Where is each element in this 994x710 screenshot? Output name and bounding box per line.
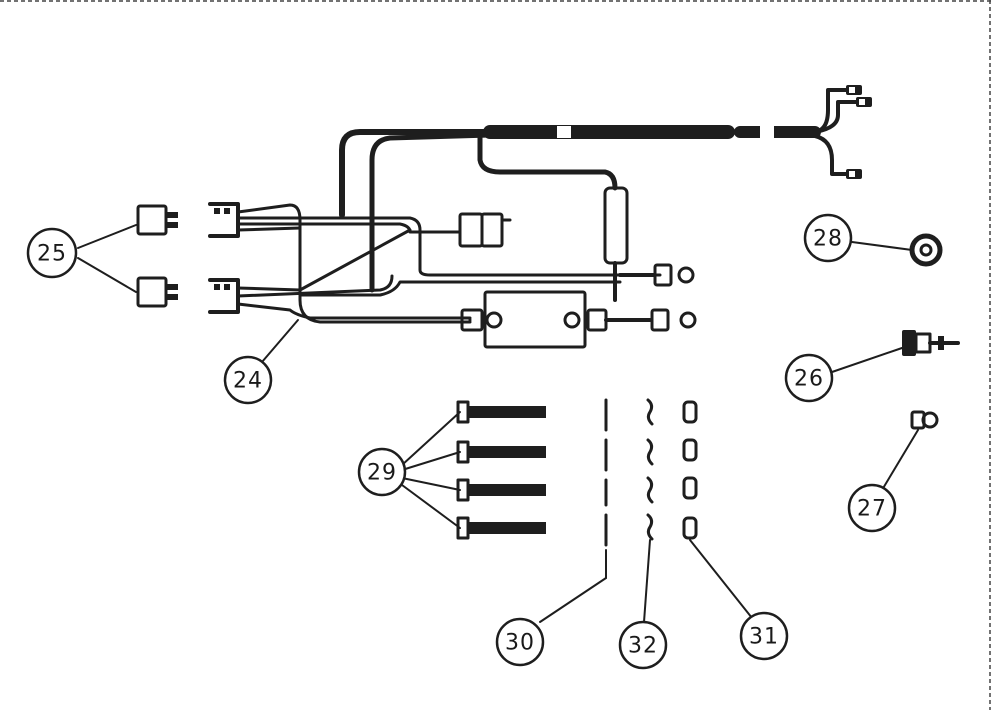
callout-29-label: 29 (367, 461, 397, 486)
callout-30-label: 30 (505, 631, 535, 656)
main-harness (208, 85, 872, 349)
relay-lower (136, 276, 178, 308)
screw-1 (456, 400, 546, 424)
callout-31: 31 (739, 611, 789, 661)
callout-28-label: 28 (813, 227, 843, 252)
screw-4 (456, 516, 546, 540)
screw-2 (456, 440, 546, 464)
callout-27-label: 27 (857, 497, 887, 522)
grommet (909, 233, 943, 267)
callout-25-label: 25 (37, 242, 67, 267)
sleeves (682, 400, 698, 540)
callout-29: 29 (357, 447, 407, 497)
callout-24-label: 24 (233, 369, 263, 394)
screw-3 (456, 478, 546, 502)
callout-24: 24 (223, 355, 273, 405)
clips (646, 398, 654, 541)
screws (456, 400, 546, 540)
toggle-switch (902, 330, 960, 356)
indicator-lamp (910, 410, 939, 430)
callout-32-label: 32 (628, 634, 658, 659)
callout-26: 26 (784, 353, 834, 403)
relay-upper (136, 204, 178, 236)
callout-26-label: 26 (794, 367, 824, 392)
callout-31-label: 31 (749, 625, 779, 650)
callout-28: 28 (803, 213, 853, 263)
callout-32: 32 (618, 620, 668, 670)
leader-lines (77, 224, 919, 623)
callout-27: 27 (847, 483, 897, 533)
callout-25: 25 (26, 227, 78, 279)
callout-30: 30 (495, 617, 545, 667)
